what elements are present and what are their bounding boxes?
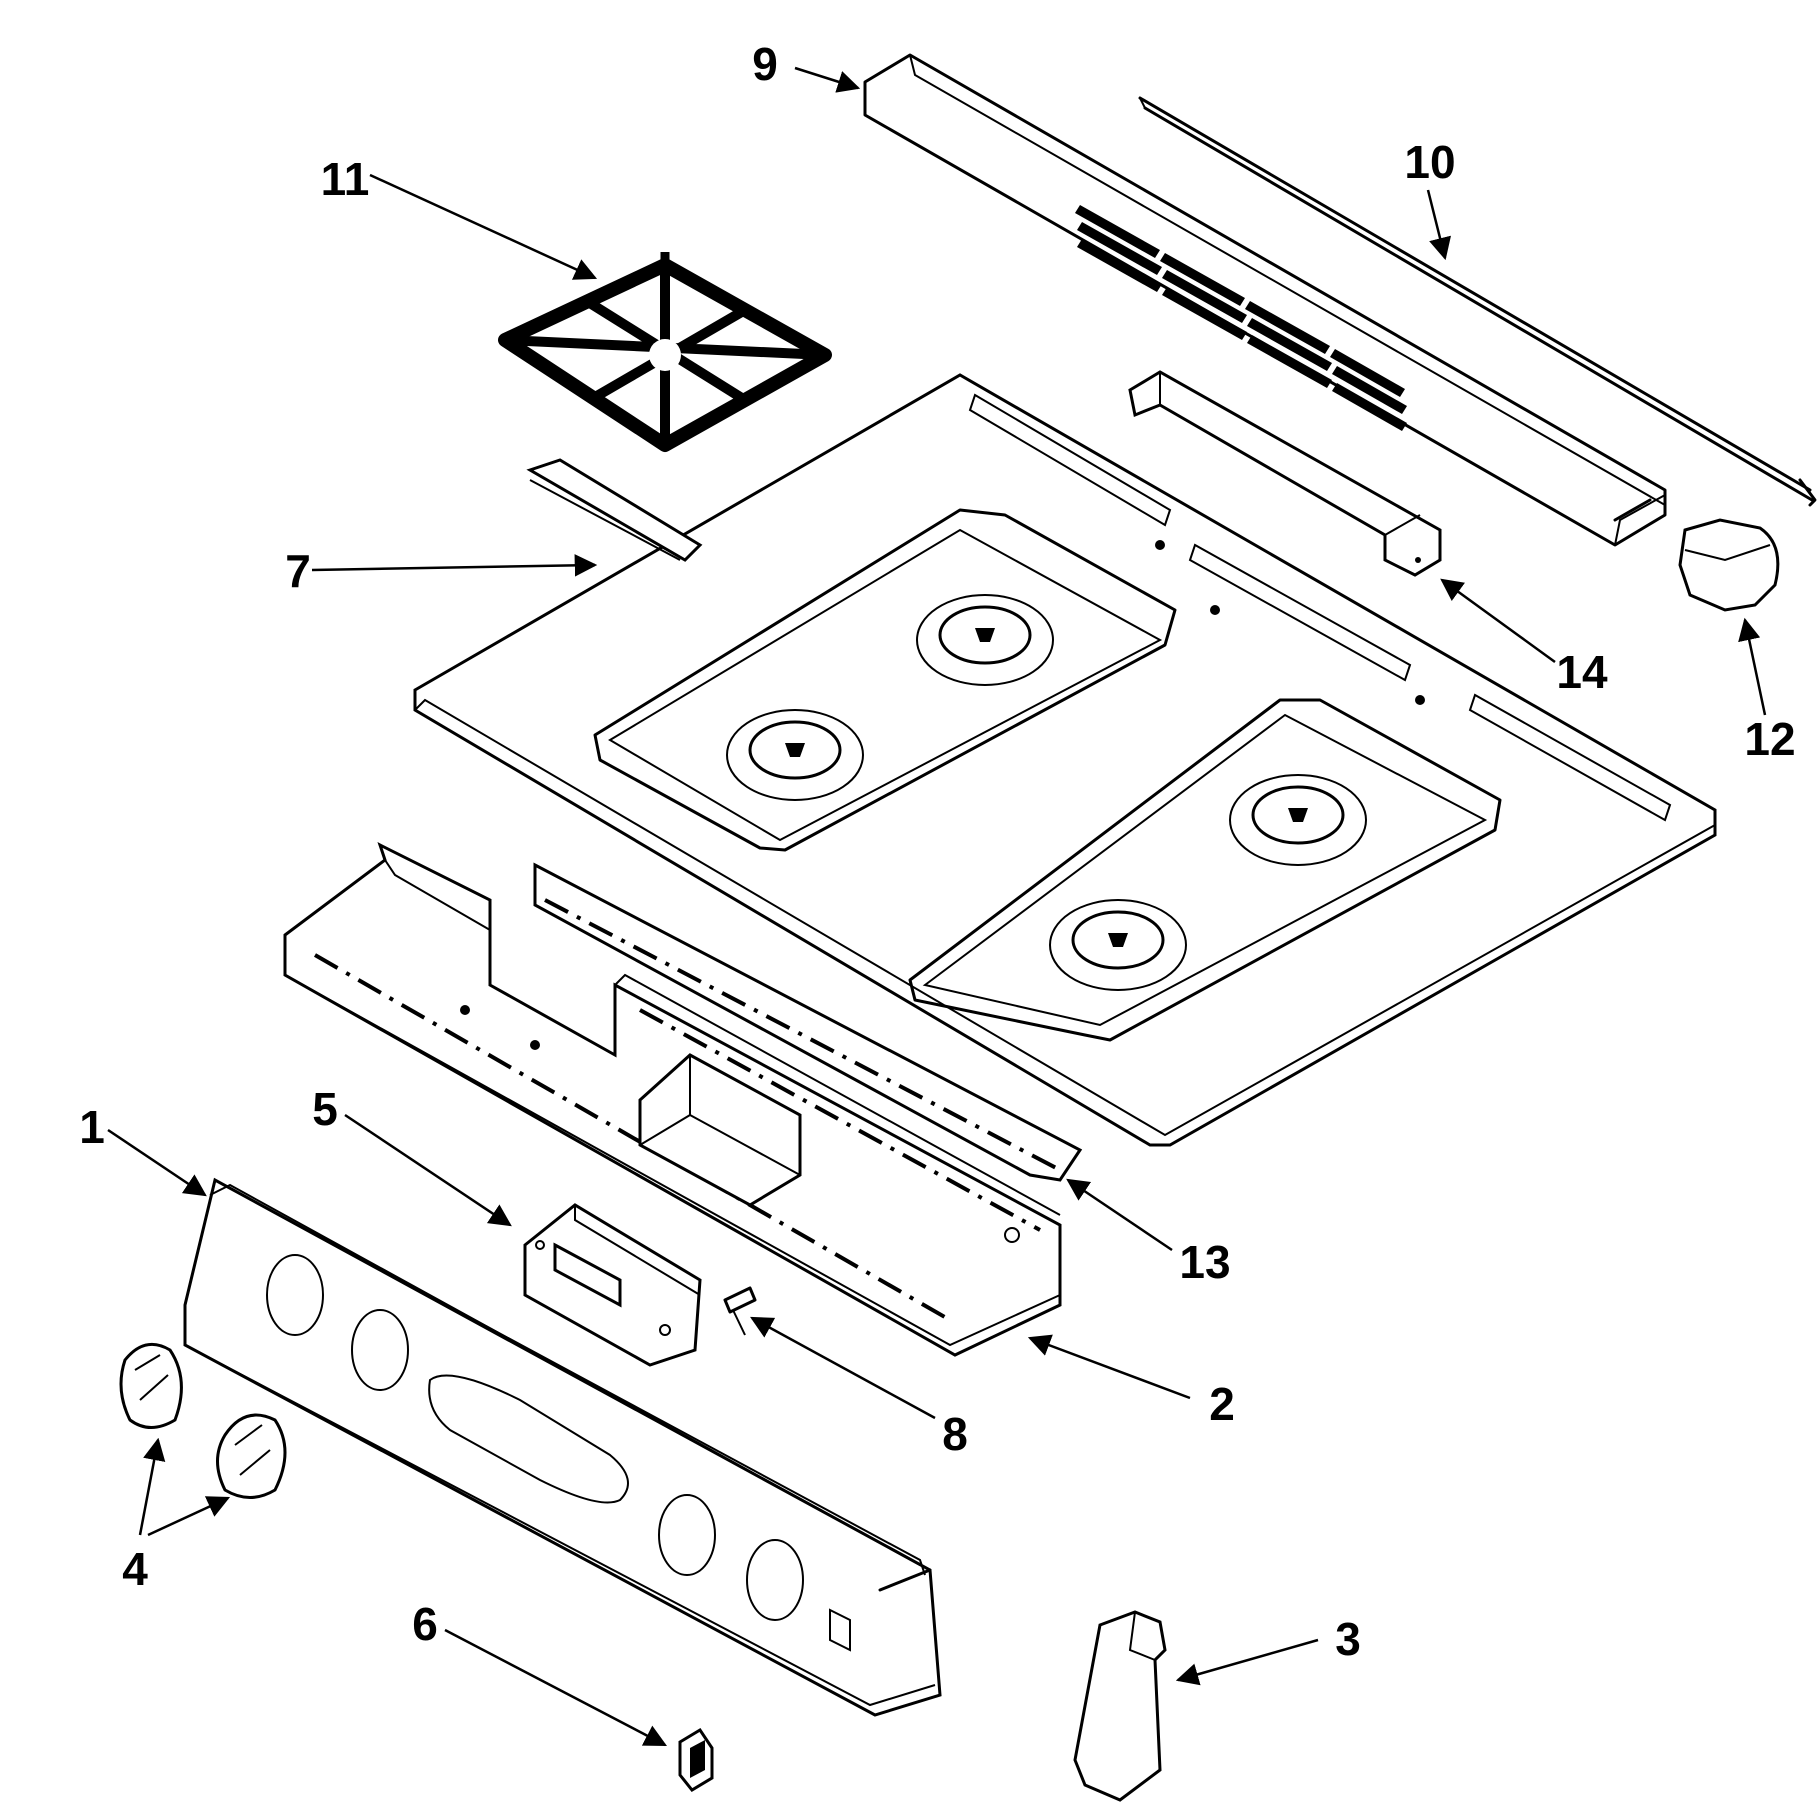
callout-8-label: 8 xyxy=(942,1408,968,1460)
callout-3: 3 xyxy=(1175,1613,1361,1686)
callout-5: 5 xyxy=(312,1083,512,1227)
callout-7-label: 7 xyxy=(285,545,311,597)
callout-13-label: 13 xyxy=(1179,1236,1230,1288)
part-7-cooktop xyxy=(413,373,1717,1147)
callout-10: 10 xyxy=(1404,136,1456,261)
callout-11: 11 xyxy=(321,153,598,280)
callout-2: 2 xyxy=(1027,1334,1235,1430)
callout-9: 9 xyxy=(752,38,861,93)
part-8-screw xyxy=(723,1286,757,1336)
part-4-knobs xyxy=(119,1342,287,1499)
part-12-end-cap xyxy=(1678,518,1780,612)
part-9-vent-trim xyxy=(863,53,1667,547)
part-2-control-bracket xyxy=(283,842,1062,1357)
callout-4: 4 xyxy=(122,1437,231,1595)
part-10-rear-strip xyxy=(1138,96,1817,507)
callout-7: 7 xyxy=(285,545,598,597)
part-6-switch xyxy=(678,1727,714,1792)
callout-14-label: 14 xyxy=(1556,646,1608,698)
callout-2-label: 2 xyxy=(1209,1378,1235,1430)
callout-12-label: 12 xyxy=(1744,713,1795,765)
part-14-bracket xyxy=(1128,370,1442,577)
part-3-side-trim xyxy=(1073,1610,1167,1802)
callout-12: 12 xyxy=(1738,617,1796,765)
callout-1-label: 1 xyxy=(79,1101,105,1153)
callout-10-label: 10 xyxy=(1404,136,1455,188)
part-1-control-panel xyxy=(183,1177,942,1717)
callout-5-label: 5 xyxy=(312,1083,338,1135)
callout-13: 13 xyxy=(1066,1178,1231,1288)
callout-6: 6 xyxy=(412,1598,667,1747)
callout-6-label: 6 xyxy=(412,1598,438,1650)
callout-3-label: 3 xyxy=(1335,1613,1361,1665)
callout-8: 8 xyxy=(750,1316,968,1460)
part-13-manifold-panel xyxy=(526,458,1083,1182)
callout-4-label: 4 xyxy=(122,1543,148,1595)
callout-14: 14 xyxy=(1440,578,1608,698)
part-11-burner-grate xyxy=(498,252,832,452)
part-5-electronic-control xyxy=(523,1203,702,1367)
callout-9-label: 9 xyxy=(752,38,778,90)
callout-1: 1 xyxy=(79,1101,207,1197)
callout-11-label: 11 xyxy=(321,153,370,205)
